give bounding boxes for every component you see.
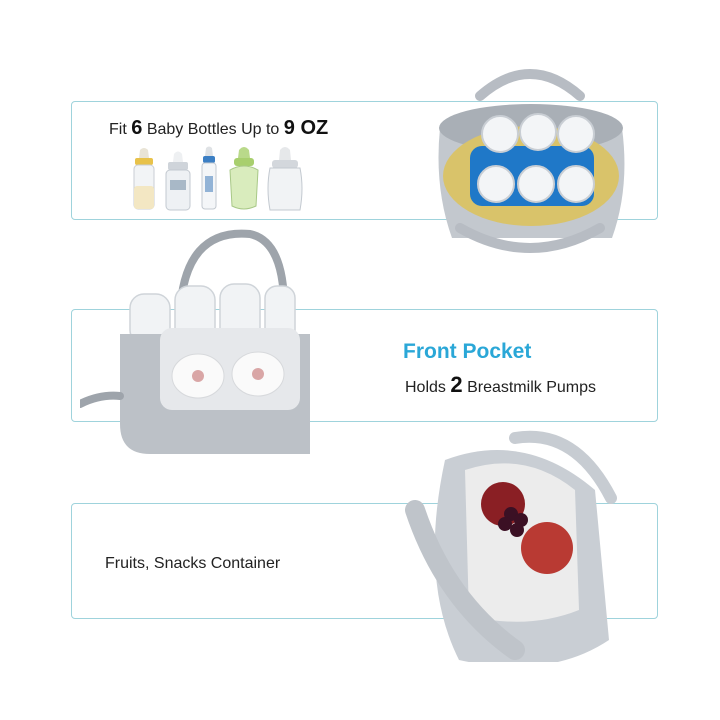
bottle-icon <box>267 147 303 211</box>
bottle-count: 6 <box>131 117 143 139</box>
bottle-capacity-text: Fit 6 Baby Bottles Up to 9 OZ <box>109 117 328 140</box>
bag-front-pocket-image <box>80 229 310 454</box>
front-pocket-title: Front Pocket <box>403 340 532 363</box>
bottle-icon <box>201 146 217 210</box>
bottle-text-middle: Baby Bottles Up to <box>146 121 280 138</box>
front-pocket-text: Holds 2 Breastmilk Pumps <box>405 372 596 398</box>
bottle-icon <box>165 151 191 211</box>
pump-count: 2 <box>450 372 463 397</box>
bottle-capacity: 9 OZ <box>283 117 329 139</box>
pump-text-suffix: Breastmilk Pumps <box>467 379 596 396</box>
pump-text-prefix: Holds <box>405 379 446 396</box>
bottle-text-prefix: Fit <box>109 121 127 138</box>
baby-bottles-illustration <box>133 146 303 211</box>
bottle-icon <box>229 147 259 210</box>
bag-fruits-image <box>405 430 617 662</box>
bottle-icon <box>133 148 155 210</box>
bag-top-view-image <box>438 69 625 253</box>
fruits-text: Fruits, Snacks Container <box>105 555 281 572</box>
